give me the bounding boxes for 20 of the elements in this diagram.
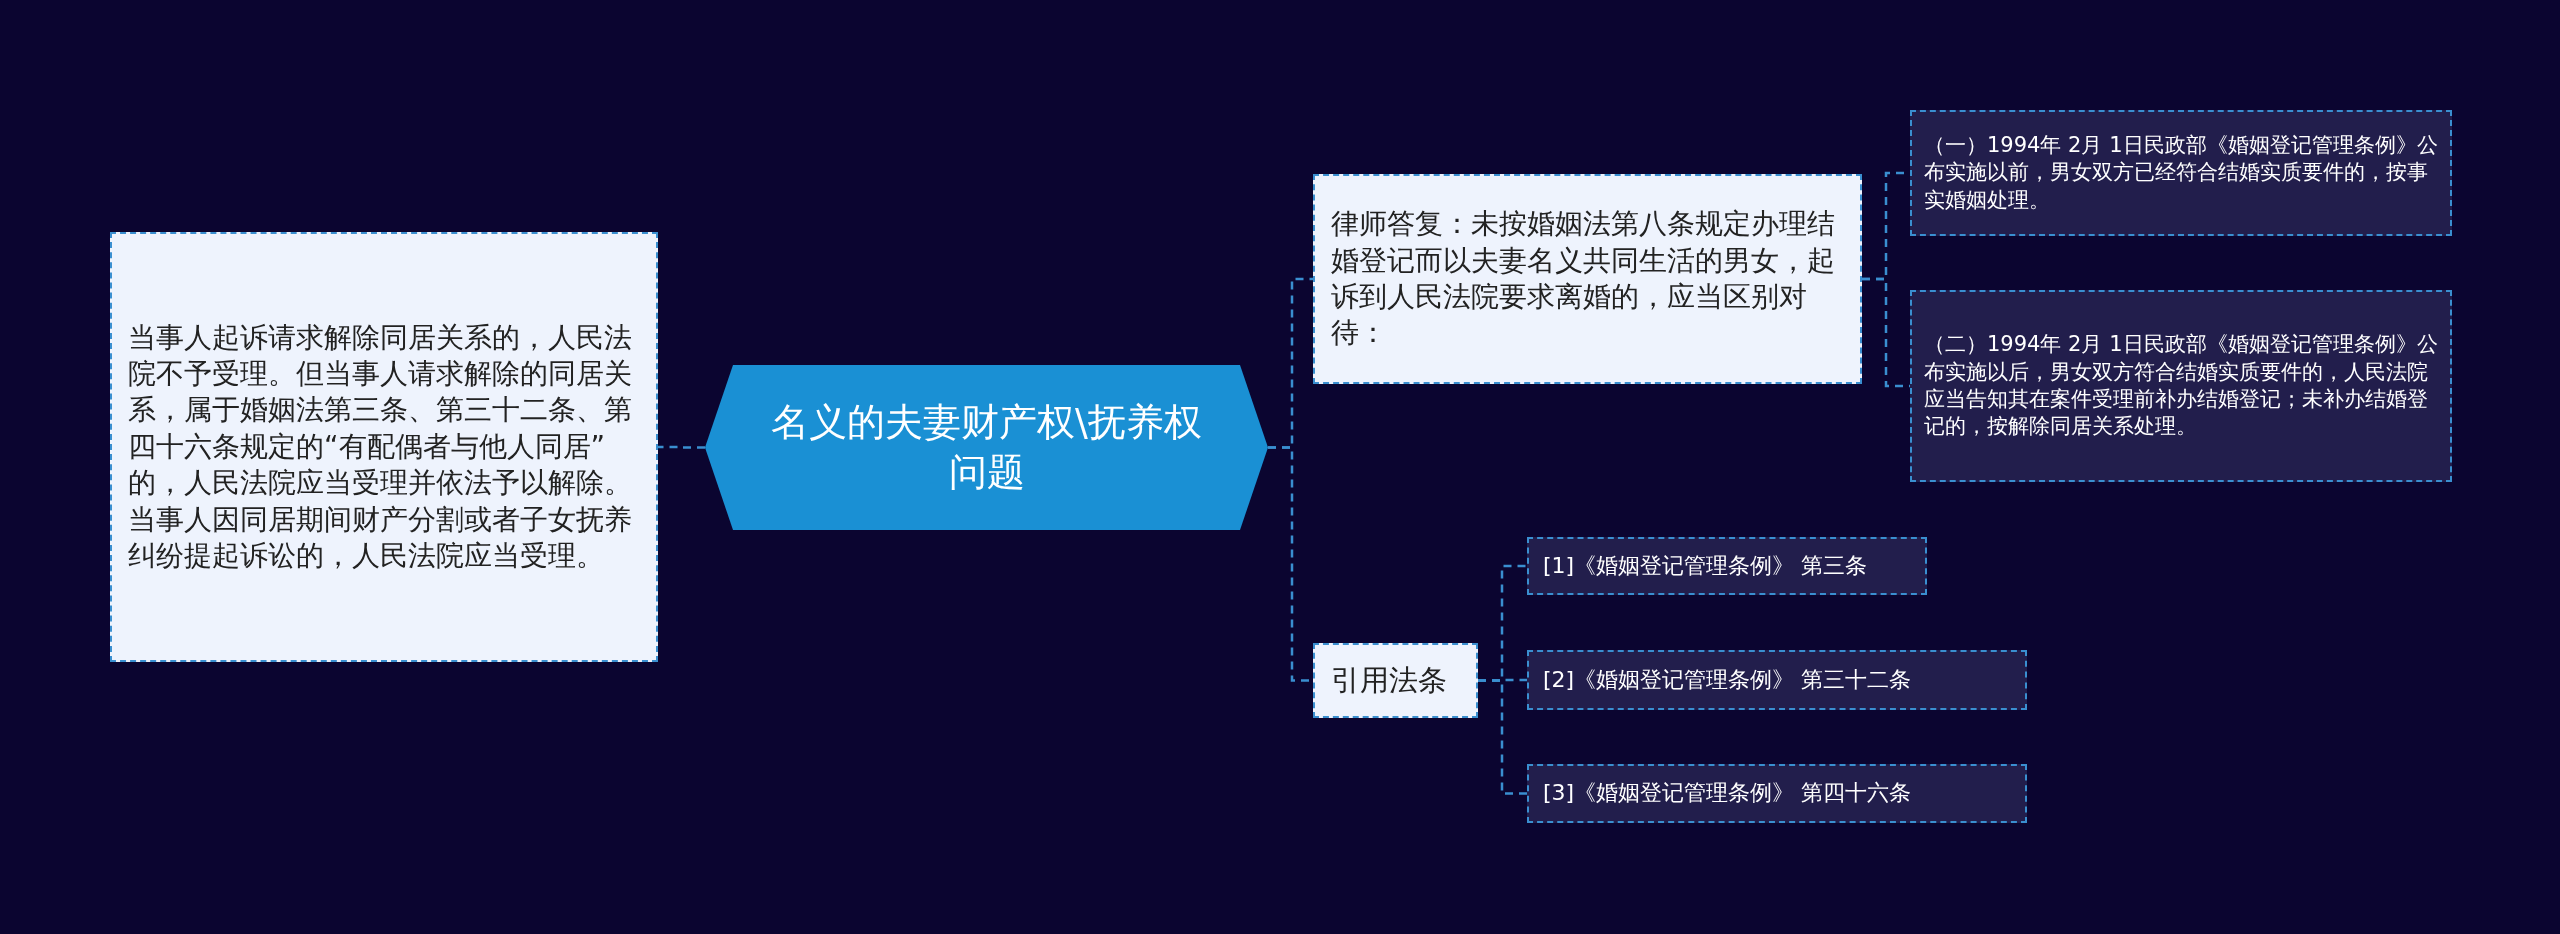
- text-paragraph: （二）1994年 2月 1日民政部《婚姻登记管理条例》公布实施以后，男女双方符合结婚实质要件的，人民法院应当告知其在案件受理前补办结婚登记；未补办结婚登记的，按解除同居关系处理。: [1924, 331, 2438, 441]
- connector-line: [1478, 679, 1527, 795]
- text-box: [1527, 650, 2027, 710]
- text-paragraph: 律师答复：未按婚姻法第八条规定办理结婚登记而以夫妻名义共同生活的男女，起诉到人民法院要求离婚的，应当区别对待：: [1331, 206, 1836, 352]
- box-label: [2]《婚姻登记管理条例》 第三十二条: [1543, 665, 1912, 694]
- text-box: [1313, 643, 1478, 718]
- text-box: [1910, 110, 2452, 236]
- topic-text: 名义的夫妻财产权\抚养权问题: [770, 399, 1203, 496]
- text-paragraph: 当事人起诉请求解除同居关系的，人民法院不予受理。但当事人请求解除的同居关系，属于婚姻法第三条、第三十二条、第四十六条规定的“有配偶者与他人同居” 的，人民法院应当受理并依法予以解除。当事人因同居期间财产分割或者子女抚养纠纷提起诉讼的，人民法院应当受理。: [128, 319, 633, 574]
- topic-hexagon: [705, 365, 1268, 530]
- box-label: [3]《婚姻登记管理条例》 第四十六条: [1543, 779, 1912, 808]
- text-box: [1527, 537, 1927, 595]
- box-label: 引用法条: [1331, 661, 1447, 699]
- text-box: [110, 232, 658, 662]
- text-paragraph: （一）1994年 2月 1日民政部《婚姻登记管理条例》公布实施以前，男女双方已经符合结婚实质要件的，按事实婚姻处理。: [1924, 132, 2438, 214]
- text-box: [1910, 290, 2452, 482]
- text-box: [1527, 764, 2027, 823]
- connector-line: [658, 445, 705, 449]
- box-label: [1]《婚姻登记管理条例》 第三条: [1543, 551, 1868, 580]
- text-box: [1313, 174, 1862, 384]
